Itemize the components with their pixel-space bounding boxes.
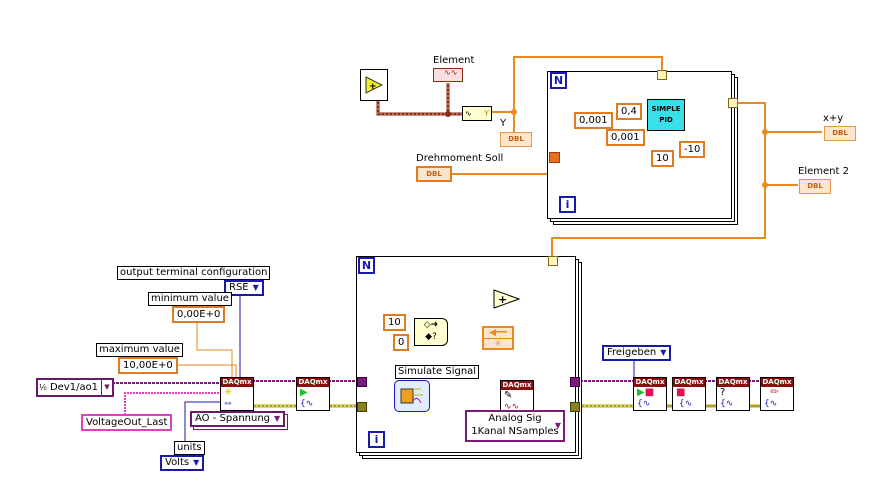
loop-iteration-terminal: i bbox=[368, 431, 385, 448]
element-2-indicator[interactable]: DBL bbox=[799, 179, 831, 194]
constant-max[interactable]: 10 bbox=[651, 150, 674, 167]
constant-ti[interactable]: 0,001 bbox=[574, 112, 613, 129]
voltage-out-last-constant[interactable]: VoltageOut_Last bbox=[81, 414, 173, 431]
x-plus-y-label: x+y bbox=[823, 113, 844, 124]
minimum-value-constant[interactable]: 0,00E+0 bbox=[172, 306, 226, 323]
y-indicator[interactable]: DBL bbox=[500, 132, 532, 147]
element-label: Element bbox=[433, 55, 475, 66]
waveform-icon: {∿ bbox=[637, 399, 651, 409]
x-plus-y-indicator[interactable]: DBL bbox=[824, 126, 856, 141]
waveform-icon: ∿ bbox=[465, 109, 472, 118]
drehmoment-soll-control[interactable]: DBL bbox=[416, 166, 452, 182]
play-stop-icon: ▶ bbox=[637, 387, 645, 398]
loop-count-terminal[interactable]: N bbox=[550, 72, 567, 89]
loop-tunnel-top bbox=[548, 256, 558, 266]
add-function[interactable]: + bbox=[493, 289, 521, 312]
svg-text:+: + bbox=[498, 293, 507, 306]
dropdown-arrow-icon[interactable]: ▼ bbox=[101, 380, 112, 395]
units-label: units bbox=[174, 441, 205, 455]
task-tunnel-right bbox=[570, 377, 580, 387]
stop-icon: ■ bbox=[676, 387, 686, 398]
daqmx-create-channel[interactable]: DAQmx ✳⇿ bbox=[220, 377, 254, 411]
drehmoment-soll-label: Drehmoment Soll bbox=[416, 153, 504, 164]
loop-tunnel-top bbox=[657, 70, 667, 80]
pulse-icon: ⇿ bbox=[224, 399, 232, 409]
svg-text:+: + bbox=[369, 82, 377, 92]
initializer-icon: ✳ bbox=[494, 339, 502, 348]
constant-kp[interactable]: 0,4 bbox=[616, 103, 642, 120]
shift-register-left bbox=[549, 152, 560, 163]
feedback-node[interactable]: ◀━━ ✳ bbox=[482, 326, 514, 350]
error-tunnel-right bbox=[570, 402, 580, 412]
daqmx-control-task[interactable]: DAQmx ▶■{∿ bbox=[633, 377, 667, 411]
pencil-icon: ✎ bbox=[504, 390, 513, 401]
waveform-icon: {∿ bbox=[720, 399, 734, 409]
constant-min[interactable]: -10 bbox=[679, 141, 706, 158]
rse-ring-constant[interactable]: RSE▼ bbox=[224, 280, 264, 296]
freigeben-ring-constant[interactable]: Freigeben▼ bbox=[602, 345, 672, 361]
output-terminal-config-label: output terminal configuration bbox=[117, 266, 271, 280]
simulate-signal-express-vi[interactable] bbox=[394, 380, 430, 412]
daqmx-write[interactable]: DAQmx ✎∿∿ bbox=[500, 380, 534, 414]
task-tunnel-left bbox=[357, 377, 367, 387]
ao-spannung-ring[interactable]: AO - Spannung▼ bbox=[190, 411, 286, 427]
maximum-value-constant[interactable]: 10,00E+0 bbox=[118, 357, 178, 374]
daqmx-start-task[interactable]: DAQmx ▶{∿ bbox=[296, 377, 330, 411]
waveform-icon: ∿∿ bbox=[504, 402, 520, 412]
io-icon: ⅟₀ bbox=[39, 383, 47, 392]
eraser-icon: ✏ bbox=[764, 387, 779, 398]
waveform-icon: {∿ bbox=[764, 399, 778, 409]
element-waveform-control[interactable]: ∿∿ bbox=[433, 68, 463, 82]
simulate-signal-label: Simulate Signal bbox=[395, 365, 480, 379]
daqmx-clear-task[interactable]: DAQmx ✏{∿ bbox=[760, 377, 794, 411]
get-waveform-component[interactable]: ∿ Y bbox=[462, 106, 492, 121]
question-icon: ? bbox=[720, 387, 726, 398]
constant-10[interactable]: 10 bbox=[383, 314, 406, 331]
units-ring-constant[interactable]: Volts▼ bbox=[160, 455, 205, 471]
constant-0[interactable]: 0 bbox=[393, 334, 410, 351]
maximum-value-label: maximum value bbox=[96, 343, 183, 357]
loop-tunnel-right bbox=[728, 98, 738, 108]
dropdown-arrow-icon: ▼ bbox=[252, 283, 259, 292]
dropdown-arrow-icon: ▼ bbox=[660, 348, 667, 357]
daqmx-is-task-done[interactable]: DAQmx ?{∿ bbox=[716, 377, 750, 411]
diamond-icon: ◇➜ bbox=[423, 320, 439, 330]
waveform-icon: {∿ bbox=[676, 399, 693, 409]
element-2-label: Element 2 bbox=[798, 166, 849, 177]
waveform-generator-icon[interactable]: + bbox=[360, 69, 388, 101]
error-tunnel-left bbox=[357, 402, 367, 412]
channel-constant[interactable]: ⅟₀ Dev1/ao1 ▼ bbox=[36, 378, 114, 397]
random-number-range-function[interactable]: ◇➜ ◆? bbox=[414, 318, 448, 346]
write-polymorphic-selector[interactable]: Analog Sig 1Kanal NSamples ▼ bbox=[465, 410, 565, 442]
play-icon: ▶ bbox=[300, 387, 308, 398]
waveform-wire bbox=[376, 83, 465, 116]
dropdown-arrow-icon: ▼ bbox=[554, 421, 561, 430]
constant-td[interactable]: 0,001 bbox=[606, 129, 645, 146]
arrow-left-icon: ◀━━ bbox=[484, 328, 512, 339]
y-label: Y bbox=[500, 118, 507, 129]
waveform-icon: ∿∿ bbox=[444, 68, 458, 77]
dropdown-arrow-icon: ▼ bbox=[193, 458, 200, 467]
sparkle-icon: ✳ bbox=[224, 387, 233, 398]
diamond-filled-icon: ◆? bbox=[425, 332, 437, 342]
minimum-value-label: minimum value bbox=[148, 292, 232, 306]
waveform-icon: {∿ bbox=[300, 399, 314, 409]
orange-wires-top bbox=[446, 56, 822, 258]
loop-iteration-terminal: i bbox=[559, 196, 576, 213]
loop-count-terminal[interactable]: N bbox=[358, 257, 375, 274]
daqmx-stop-task[interactable]: DAQmx ■ {∿ bbox=[672, 377, 706, 411]
dropdown-arrow-icon: ▼ bbox=[274, 414, 281, 423]
